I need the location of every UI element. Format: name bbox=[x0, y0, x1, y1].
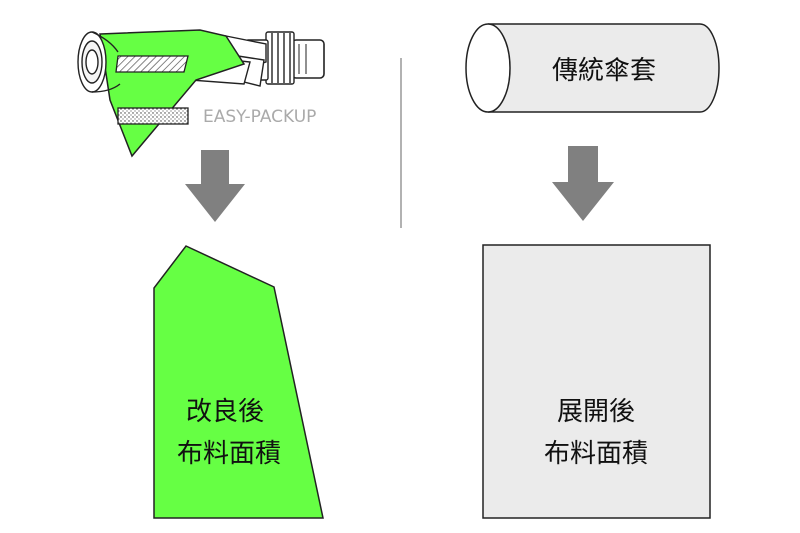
sleeve-body bbox=[488, 23, 720, 113]
down-arrow-right bbox=[552, 146, 614, 221]
sleeve-opening bbox=[465, 23, 511, 113]
dotted-strip bbox=[117, 107, 189, 125]
expanded-label-line2: 布料面積 bbox=[544, 439, 648, 469]
expanded-label-line1: 展開後 bbox=[557, 397, 635, 427]
improved-fabric-area bbox=[153, 245, 324, 519]
rolled-fabric-end bbox=[77, 31, 121, 93]
green-wrap-fabric bbox=[99, 29, 246, 158]
hatched-strip bbox=[115, 55, 189, 73]
improved-label-line2: 布料面積 bbox=[177, 439, 281, 469]
easy-packup-umbrella-illustration bbox=[77, 29, 325, 158]
expanded-fabric-area bbox=[482, 244, 711, 519]
improved-label-line1: 改良後 bbox=[186, 397, 264, 427]
umbrella-handle-cap bbox=[291, 39, 325, 79]
sleeve-label: 傳統傘套 bbox=[552, 56, 656, 86]
brand-label: EASY-PACKUP bbox=[203, 107, 316, 127]
traditional-sleeve-illustration bbox=[465, 23, 720, 113]
down-arrow-left bbox=[185, 150, 245, 222]
